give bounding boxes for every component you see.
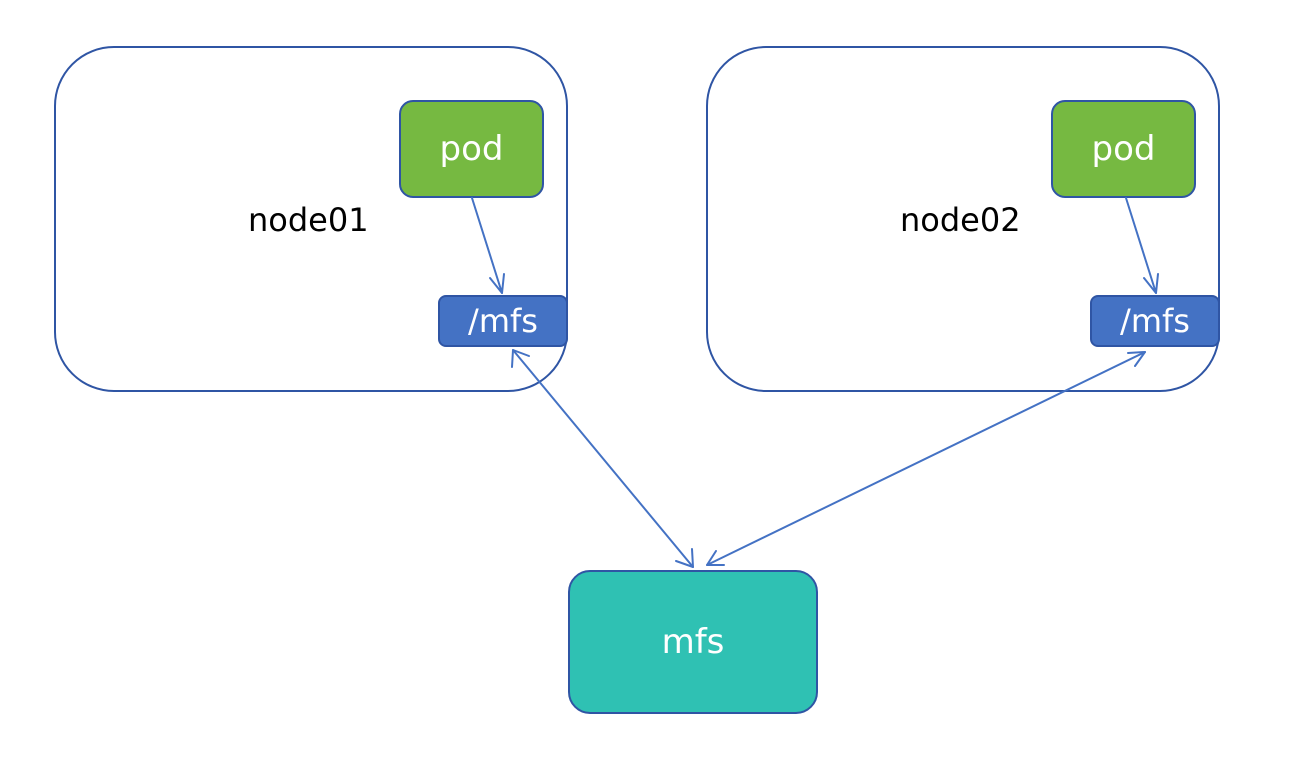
node01-pod: pod	[399, 100, 544, 198]
node01-storage-arrowhead-bottom	[675, 548, 694, 568]
node01-label: node01	[248, 201, 369, 239]
node02-label: node02	[900, 201, 1021, 239]
node02-pod: pod	[1051, 100, 1196, 198]
mfs-storage: mfs	[568, 570, 818, 714]
node02-mfs-mount: /mfs	[1090, 295, 1220, 347]
node02-storage-arrowhead-bottom	[706, 550, 725, 566]
node01-mfs-mount: /mfs	[438, 295, 568, 347]
